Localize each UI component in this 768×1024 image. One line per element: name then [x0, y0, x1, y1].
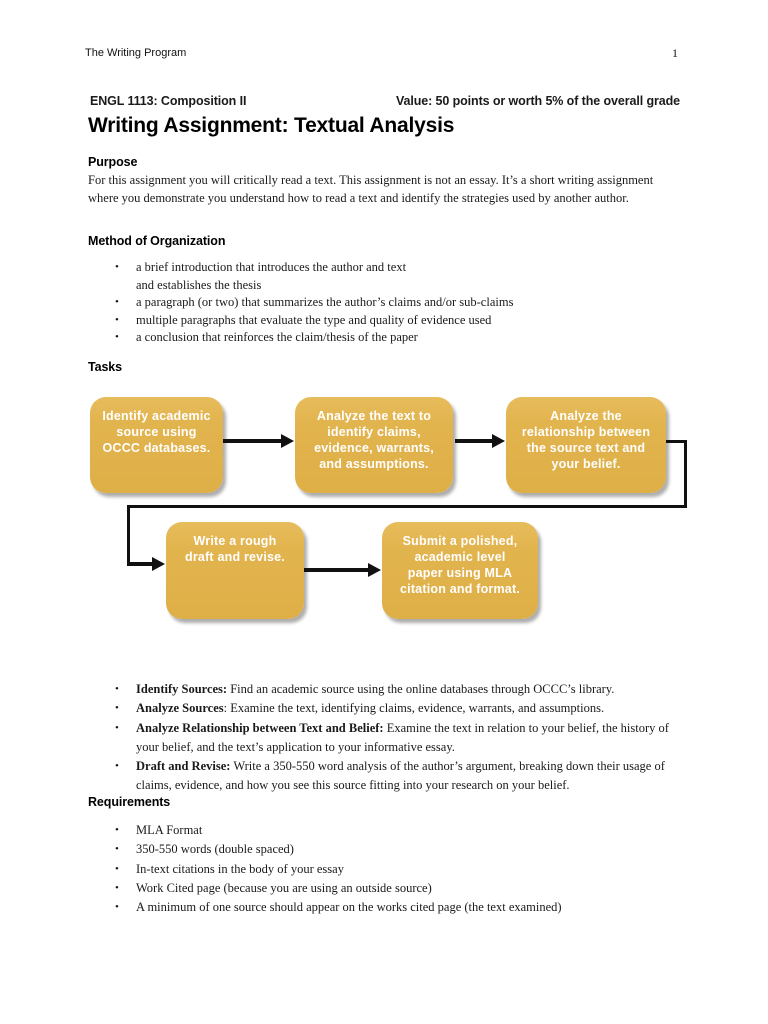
method-heading: Method of Organization — [88, 234, 226, 248]
arrow-line — [223, 439, 282, 443]
header-program-name: The Writing Program — [85, 47, 187, 59]
bullet-dot: • — [115, 261, 119, 273]
tasks-bullet-list: •Identify Sources: Find an academic sour… — [113, 680, 688, 796]
bullet-dot: • — [115, 881, 119, 894]
arrow-line — [304, 568, 369, 572]
requirements-bullet-list: •MLA Format •350-550 words (double space… — [113, 821, 688, 917]
bullet-dot: • — [115, 901, 119, 914]
bullet-dot: • — [115, 862, 119, 875]
list-item: •In-text citations in the body of your e… — [113, 860, 688, 879]
requirements-heading: Requirements — [88, 795, 171, 809]
flowchart-step-write-draft: Write a rough draft and revise. — [166, 522, 304, 619]
bullet-dot: • — [115, 683, 119, 695]
arrow-head-icon — [368, 563, 381, 577]
method-bullet-list: •a brief introduction that introduces th… — [113, 259, 673, 347]
flowchart-step-submit-paper: Submit a polished, academic level paper … — [382, 522, 538, 619]
arrow-head-icon — [152, 557, 165, 571]
connector-line — [127, 562, 153, 566]
purpose-heading: Purpose — [88, 155, 138, 169]
connector-line — [127, 505, 687, 508]
list-item: •350-550 words (double spaced) — [113, 840, 688, 859]
list-item: •Draft and Revise: Write a 350-550 word … — [115, 759, 665, 793]
list-item: •MLA Format — [113, 821, 688, 840]
page-title: Writing Assignment: Textual Analysis — [88, 114, 455, 137]
course-name: ENGL 1113: Composition II — [90, 94, 247, 108]
arrow-head-icon — [492, 434, 505, 448]
list-item: •Analyze Sources: Examine the text, iden… — [113, 699, 688, 718]
list-item: •a brief introduction that introduces th… — [115, 260, 407, 292]
course-line: ENGL 1113: Composition II Value: 50 poin… — [90, 94, 680, 108]
bullet-dot: • — [115, 313, 119, 326]
list-item: •Analyze Relationship between Text and B… — [115, 720, 669, 754]
tasks-heading: Tasks — [88, 360, 123, 374]
connector-line — [684, 440, 687, 508]
bullet-dot: • — [115, 721, 119, 734]
list-item: •a paragraph (or two) that summarizes th… — [113, 294, 673, 312]
bullet-dot: • — [115, 760, 119, 773]
bullet-dot: • — [115, 702, 119, 715]
bullet-dot: • — [115, 824, 119, 836]
purpose-body: For this assignment you will critically … — [88, 173, 654, 205]
arrow-line — [455, 439, 493, 443]
list-item: •multiple paragraphs that evaluate the t… — [113, 312, 673, 330]
list-item: •Identify Sources: Find an academic sour… — [113, 680, 688, 699]
list-item: •a conclusion that reinforces the claim/… — [113, 329, 673, 347]
list-item: •Work Cited page (because you are using … — [113, 879, 688, 898]
assignment-value: Value: 50 points or worth 5% of the over… — [395, 94, 680, 108]
bullet-dot: • — [115, 296, 119, 308]
arrow-head-icon — [281, 434, 294, 448]
flowchart-step-identify-source: Identify academic source using OCCC data… — [90, 397, 223, 493]
connector-line — [666, 440, 687, 443]
bullet-dot: • — [115, 843, 119, 856]
header-page-number: 1 — [672, 46, 678, 60]
bullet-dot: • — [115, 331, 119, 343]
flowchart-step-analyze-text: Analyze the text to identify claims, evi… — [295, 397, 453, 493]
flowchart-step-analyze-relationship: Analyze the relationship between the sou… — [506, 397, 666, 493]
connector-line — [127, 505, 130, 566]
list-item: •A minimum of one source should appear o… — [113, 898, 688, 917]
